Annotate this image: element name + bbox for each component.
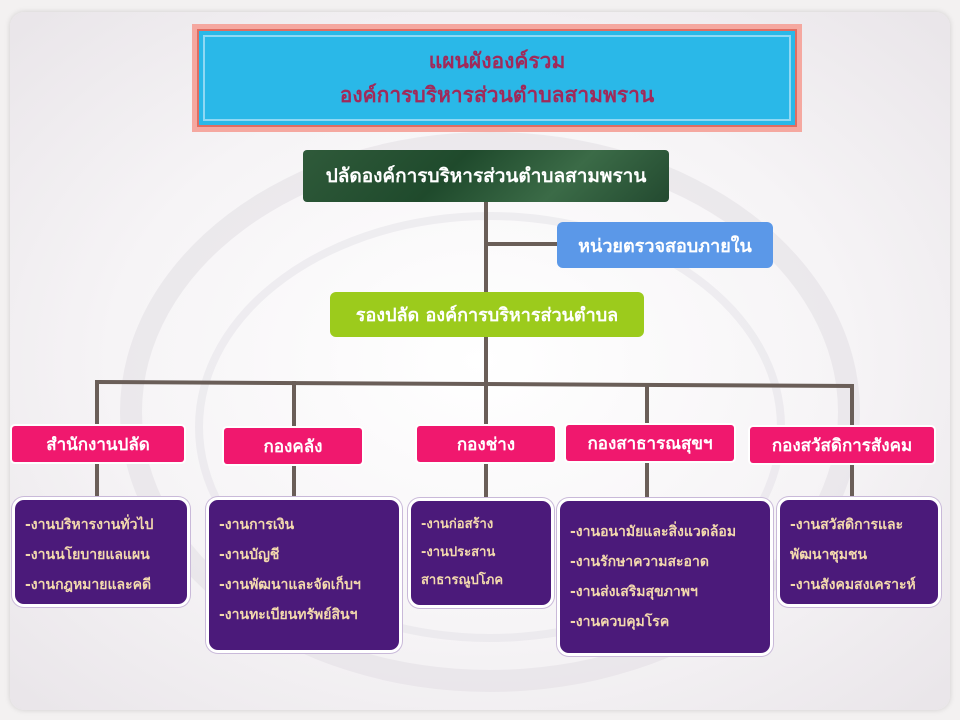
task-item: -งานสวัสดิการและ: [790, 517, 904, 533]
task-item: -งานสังคมสงเคราะห์: [790, 577, 916, 593]
deputy-administrator-box: รองปลัด องค์การบริหารส่วนตำบล: [330, 292, 644, 337]
tasks-engineering: -งานก่อสร้าง -งานประสาน สาธารณูปโภค: [408, 498, 554, 608]
task-item: สาธารณูปโภค: [421, 573, 504, 588]
tasks-office-of-clerk: -งานบริหารงานทั่วไป -งานนโยบายแลแผน -งาน…: [12, 497, 190, 607]
tasks-finance: -งานการเงิน -งานบัญชี -งานพัฒนาและจัดเก็…: [206, 497, 402, 653]
task-item: -งานกฎหมายและคดี: [25, 577, 152, 593]
task-item: -งานบัญชี: [219, 547, 280, 563]
task-item: -งานนโยบายแลแผน: [25, 547, 150, 563]
task-item: -งานควบคุมโรค: [570, 614, 670, 630]
internal-audit-box: หน่วยตรวจสอบภายใน: [557, 222, 773, 268]
task-item: -งานประสาน: [421, 545, 496, 560]
task-item: -งานส่งเสริมสุขภาพฯ: [570, 584, 698, 600]
title-line-1: แผนผังองค์รวม: [428, 49, 566, 73]
tasks-social-welfare: -งานสวัสดิการและ พัฒนาชุมชน -งานสังคมสงเ…: [777, 497, 941, 607]
dept-social-welfare: กองสวัสดิการสังคม: [750, 427, 934, 463]
title-inner-border: [203, 35, 791, 121]
dept-finance: กองคลัง: [224, 428, 362, 464]
title-line-2: องค์การบริหารส่วนตำบลสามพราน: [339, 83, 655, 107]
task-item: -งานก่อสร้าง: [421, 517, 494, 532]
tasks-public-health: -งานอนามัยและสิ่งแวดล้อม -งานรักษาความสะ…: [557, 498, 773, 656]
task-item: พัฒนาชุมชน: [790, 547, 868, 563]
task-item: -งานบริหารงานทั่วไป: [25, 517, 154, 533]
task-item: -งานรักษาความสะอาด: [570, 554, 709, 570]
dept-public-health: กองสาธารณสุขฯ: [566, 425, 734, 461]
dept-office-of-clerk: สำนักงานปลัด: [12, 426, 184, 462]
task-item: -งานการเงิน: [219, 517, 295, 533]
task-item: -งานอนามัยและสิ่งแวดล้อม: [570, 524, 737, 540]
chart-title-box: แผนผังองค์รวม องค์การบริหารส่วนตำบลสามพร…: [192, 24, 802, 132]
task-item: -งานพัฒนาและจัดเก็บฯ: [219, 577, 361, 593]
chief-administrator-box: ปลัดองค์การบริหารส่วนตำบลสามพราน: [303, 150, 669, 202]
dept-engineering: กองช่าง: [417, 426, 555, 462]
task-item: -งานทะเบียนทรัพย์สินฯ: [219, 607, 358, 623]
